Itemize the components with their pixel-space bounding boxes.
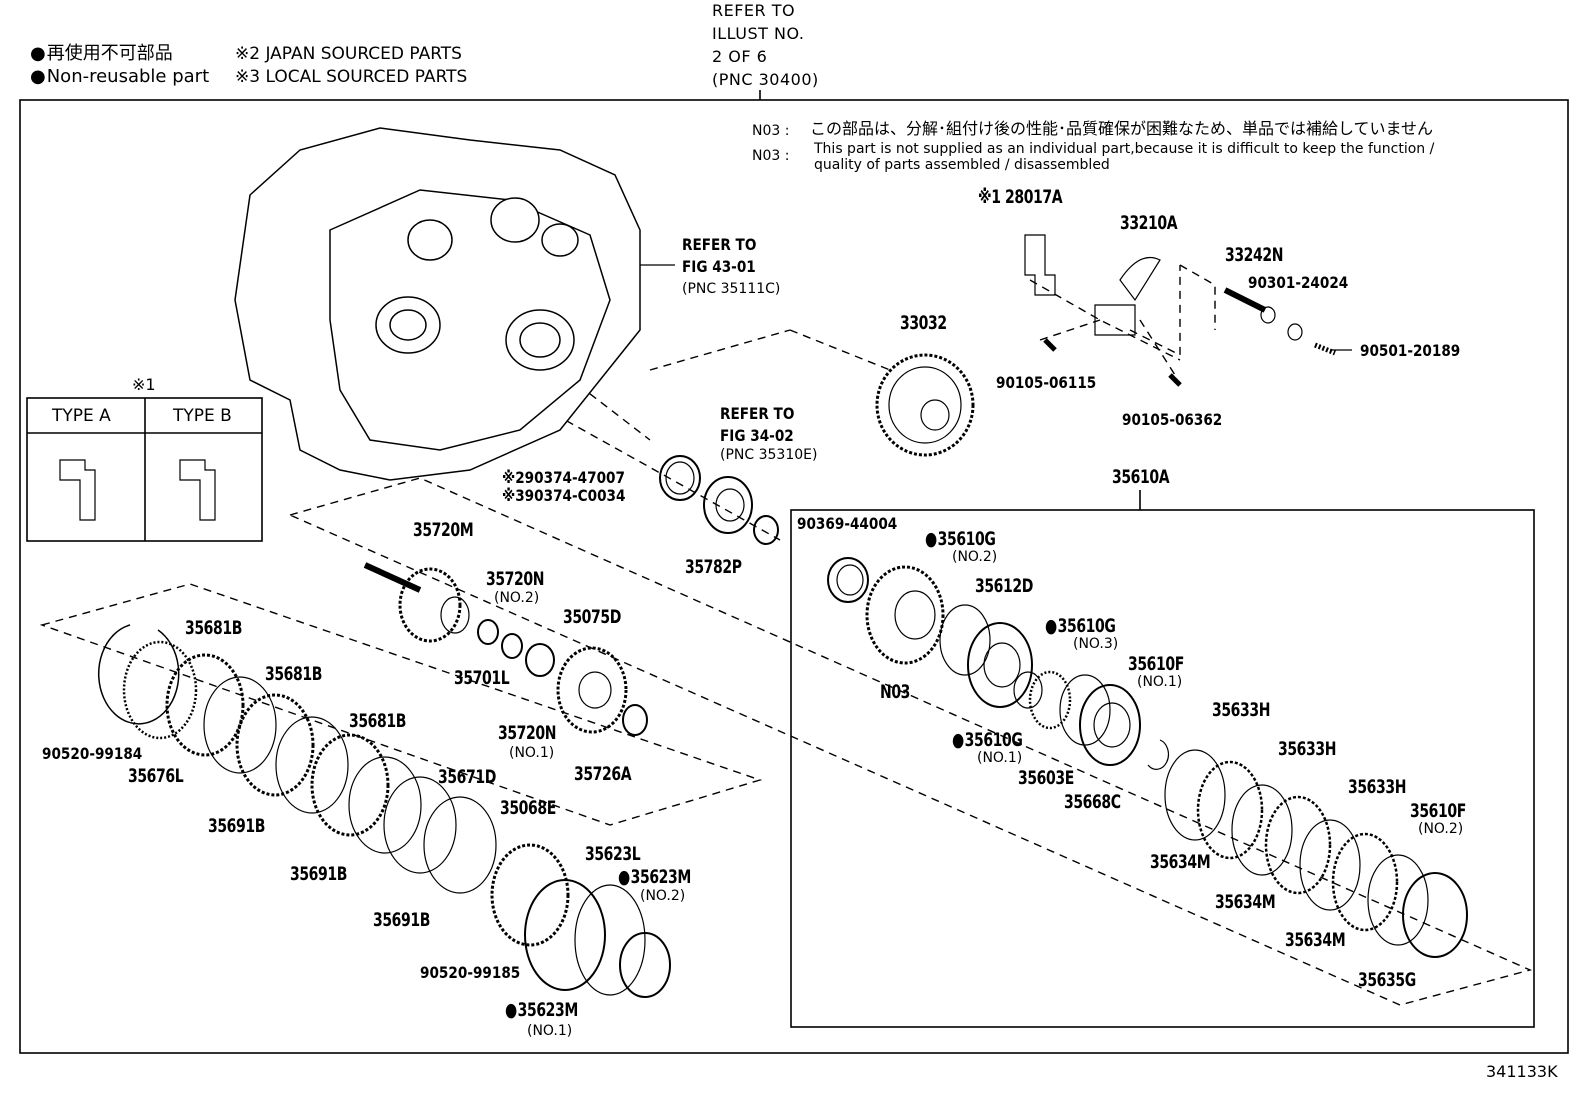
part-28017A: ※1 28017A bbox=[978, 186, 1063, 208]
part-35671D: 35671D bbox=[438, 766, 496, 788]
refer-case-line2: FIG 43-01 bbox=[682, 257, 756, 276]
part-35634M-3: 35634M bbox=[1285, 929, 1346, 951]
part-90374-47007: ※290374-47007 bbox=[502, 468, 625, 487]
part-90374-C0034: ※390374-C0034 bbox=[502, 486, 626, 505]
legend-non-reusable-jp: 再使用不可部品 bbox=[30, 43, 173, 64]
note-en-line2: quality of parts assembled / disassemble… bbox=[814, 157, 1110, 173]
figure-id: 341133K bbox=[1486, 1062, 1558, 1081]
part-35068E: 35068E bbox=[500, 797, 556, 819]
part-35633H-1: 35633H bbox=[1212, 699, 1271, 721]
part-35726A: 35726A bbox=[574, 763, 632, 785]
part-35681B-2: 35681B bbox=[265, 663, 322, 685]
part-35720N-no1: 35720N bbox=[498, 722, 557, 744]
part-35623L: 35623L bbox=[585, 843, 641, 865]
clutch-pack-dashed-outline bbox=[39, 583, 763, 826]
part-90369-44004: 90369-44004 bbox=[797, 514, 898, 533]
part-N03: N03 bbox=[880, 681, 911, 703]
part-35610G-no3: 35610G bbox=[1045, 617, 1116, 636]
refer-case-line1: REFER TO bbox=[682, 235, 757, 254]
part-35634M-1: 35634M bbox=[1150, 851, 1211, 873]
legend-local-sourced: ※3 LOCAL SOURCED PARTS bbox=[235, 67, 468, 87]
part-35691B-3: 35691B bbox=[373, 909, 430, 931]
part-35612D: 35612D bbox=[975, 575, 1033, 597]
part-35610F-no1: 35610F bbox=[1128, 653, 1184, 675]
part-35610G-no1: 35610G bbox=[952, 731, 1023, 750]
part-90301-24024: 90301-24024 bbox=[1248, 273, 1349, 292]
note-code-jp: N03 : bbox=[752, 123, 790, 139]
part-35691B-2: 35691B bbox=[290, 863, 347, 885]
transaxle-case bbox=[234, 127, 641, 481]
refer-top-line2: ILLUST NO. bbox=[712, 24, 805, 43]
part-35610G-no2-sub: (NO.2) bbox=[952, 549, 998, 565]
legend-japan-sourced: ※2 JAPAN SOURCED PARTS bbox=[235, 44, 462, 64]
part-33032: 33032 bbox=[900, 312, 947, 334]
type-b-label: TYPE B bbox=[173, 406, 232, 426]
part-35610F-no2: 35610F bbox=[1410, 800, 1466, 822]
part-33210A: 33210A bbox=[1120, 212, 1178, 234]
part-90520-99185: 90520-99185 bbox=[420, 963, 521, 982]
part-35720N-no2: 35720N bbox=[486, 568, 545, 590]
part-35603E: 35603E bbox=[1018, 767, 1074, 789]
type-box-mark: ※1 bbox=[132, 375, 156, 394]
part-35668C: 35668C bbox=[1064, 791, 1121, 813]
part-35676L: 35676L bbox=[128, 765, 184, 787]
part-35701L: 35701L bbox=[454, 667, 510, 689]
part-35633H-2: 35633H bbox=[1278, 738, 1337, 760]
part-35691B-1: 35691B bbox=[208, 815, 265, 837]
refer-seal-line2: FIG 34-02 bbox=[720, 426, 794, 445]
part-35610G-no3-sub: (NO.3) bbox=[1073, 636, 1119, 652]
part-35633H-3: 35633H bbox=[1348, 776, 1407, 798]
note-code-en: N03 : bbox=[752, 148, 790, 164]
part-35782P: 35782P bbox=[685, 556, 742, 578]
refer-top-line4: (PNC 30400) bbox=[712, 70, 819, 89]
part-90501-20189: 90501-20189 bbox=[1360, 341, 1461, 360]
part-35610A: 35610A bbox=[1112, 466, 1170, 488]
part-35623M-no1: 35623M bbox=[505, 1001, 579, 1020]
main-frame bbox=[19, 99, 1569, 1054]
refer-top-line1: REFER TO bbox=[712, 1, 796, 20]
part-35610G-no2: 35610G bbox=[925, 530, 996, 549]
note-jp: この部品は、分解･組付け後の性能･品質確保が困難なため、単品では補給していません bbox=[810, 119, 1434, 138]
clutch-assembly-frame bbox=[790, 509, 1535, 1028]
part-35720N-no1-sub: (NO.1) bbox=[509, 745, 555, 761]
part-35075D: 35075D bbox=[563, 606, 621, 628]
refer-seal-line3: (PNC 35310E) bbox=[720, 447, 818, 463]
part-35623M-no1-sub: (NO.1) bbox=[527, 1023, 573, 1039]
refer-seal-line1: REFER TO bbox=[720, 404, 795, 423]
refer-top-line3: 2 OF 6 bbox=[712, 47, 768, 66]
part-35635G: 35635G bbox=[1358, 969, 1416, 991]
part-35610F-no1-sub: (NO.1) bbox=[1137, 674, 1183, 690]
part-90105-06362: 90105-06362 bbox=[1122, 410, 1223, 429]
part-35634M-2: 35634M bbox=[1215, 891, 1276, 913]
part-35610G-no1-sub: (NO.1) bbox=[977, 750, 1023, 766]
part-90520-99184: 90520-99184 bbox=[42, 744, 143, 763]
part-90105-06115: 90105-06115 bbox=[996, 373, 1097, 392]
type-a-label: TYPE A bbox=[52, 406, 111, 426]
part-35681B-3: 35681B bbox=[349, 710, 406, 732]
refer-case-line3: (PNC 35111C) bbox=[682, 281, 781, 297]
part-35623M-no2-sub: (NO.2) bbox=[640, 888, 686, 904]
note-en-line1: This part is not supplied as an individu… bbox=[814, 141, 1435, 157]
part-35720N-no2-sub: (NO.2) bbox=[494, 590, 540, 606]
part-35623M-no2: 35623M bbox=[618, 868, 692, 887]
legend-non-reusable-en: Non-reusable part bbox=[30, 66, 209, 87]
part-35681B-1: 35681B bbox=[185, 617, 242, 639]
part-33242N: 33242N bbox=[1225, 244, 1284, 266]
part-35610F-no2-sub: (NO.2) bbox=[1418, 821, 1464, 837]
main-dashed-outline bbox=[287, 477, 1533, 1006]
part-35720M: 35720M bbox=[413, 519, 474, 541]
